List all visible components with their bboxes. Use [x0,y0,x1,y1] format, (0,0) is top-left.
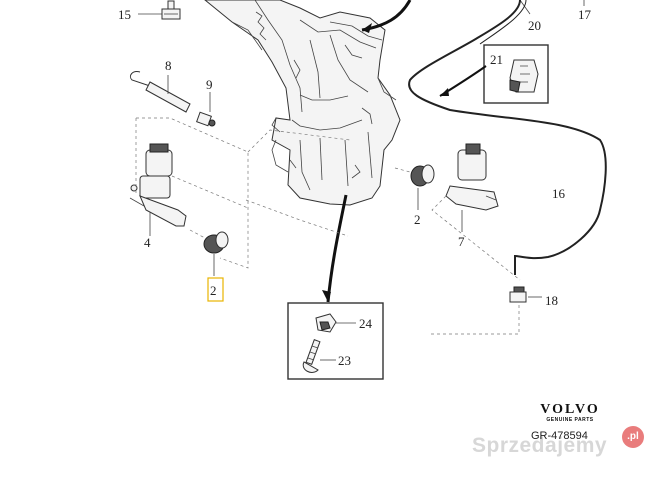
brand-name: VOLVO [540,402,600,417]
callout-7[interactable]: 7 [458,234,465,249]
washer-pump-part-4 [129,143,187,236]
callout-9[interactable]: 9 [206,77,213,92]
selected-callout-highlight [207,277,224,302]
callout-17[interactable]: 17 [578,7,592,22]
watermark-badge: .pl [622,426,644,448]
callout-4[interactable]: 4 [144,235,151,250]
grommet-part-2-right [394,164,435,210]
leader-arrow-bottom [326,194,348,303]
washer-pump-part-7 [431,143,521,281]
callout-23[interactable]: 23 [338,353,351,368]
grommet-part-2-left [203,231,229,276]
bolt-part-15 [138,0,181,20]
washer-fluid-reservoir [204,0,401,206]
nozzle-part-18 [428,286,542,335]
diagram-document-code: GR-478594 [531,430,588,442]
fastener-detail-box [287,302,384,380]
callout-21[interactable]: 21 [490,52,503,67]
callout-8[interactable]: 8 [165,58,172,73]
callout-16[interactable]: 16 [552,186,566,201]
callout-15[interactable]: 15 [118,7,131,22]
callout-24[interactable]: 24 [359,316,373,331]
callout-2-left[interactable]: 2 [210,283,217,298]
connector-detail-box-21 [483,44,549,104]
callout-20[interactable]: 20 [528,18,541,33]
screw-part-9 [196,92,216,127]
filler-tube-part-8 [129,71,191,113]
callout-18[interactable]: 18 [545,293,558,308]
assembly-guide-lines-left [135,117,351,269]
brand-subtitle: GENUINE PARTS [546,417,594,423]
washer-hose-part-16 [408,0,607,275]
volvo-brand-mark: VOLVO GENUINE PARTS [534,402,606,424]
callout-2-right[interactable]: 2 [414,212,421,227]
site-watermark: Sprzedajemy [472,434,608,457]
